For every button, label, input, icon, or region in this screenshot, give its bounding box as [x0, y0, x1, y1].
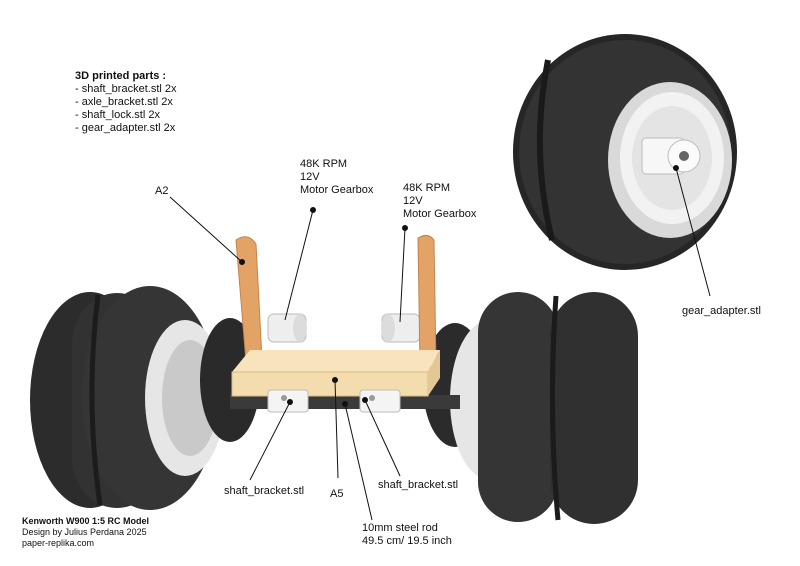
shaft-bracket-left-label: shaft_bracket.stl [224, 485, 305, 497]
parts-list: 3D printed parts : - shaft_bracket.stl 2… [75, 70, 177, 135]
credit-site: paper-replika.com [22, 538, 95, 548]
motor-right-rpm: 48K RPM [403, 182, 451, 194]
leader-lines [169, 165, 711, 521]
motor-gearbox-left [267, 313, 307, 343]
center-block [231, 350, 440, 397]
axle-bracket-right [417, 234, 437, 367]
motor-right-voltage: 12V [403, 195, 423, 207]
parts-list-title: 3D printed parts : [75, 70, 167, 82]
steel-rod-length: 49.5 cm/ 19.5 inch [362, 535, 452, 547]
motor-left-label: 48K RPM 12V Motor Gearbox [300, 158, 373, 197]
axle-bracket-left [235, 236, 263, 363]
credit-designer: Design by Julius Perdana 2025 [22, 527, 147, 537]
shaft-bracket-right-part [359, 389, 401, 413]
motor-left-voltage: 12V [300, 171, 320, 183]
steel-rod-name: 10mm steel rod [362, 522, 438, 534]
parts-list-item: - shaft_lock.stl 2x [75, 109, 160, 121]
motor-gearbox-right [381, 313, 421, 343]
a5-label: A5 [330, 488, 344, 500]
detached-wheel [513, 34, 737, 270]
parts-list-item: - shaft_bracket.stl 2x [75, 83, 177, 95]
motor-right-label: 48K RPM 12V Motor Gearbox [403, 182, 476, 221]
parts-list-item: - gear_adapter.stl 2x [75, 122, 176, 134]
left-wheels [30, 286, 260, 510]
shaft-bracket-right-label: shaft_bracket.stl [378, 479, 459, 491]
credit-title: Kenworth W900 1:5 RC Model [22, 516, 150, 526]
steel-rod-label: 10mm steel rod 49.5 cm/ 19.5 inch [362, 522, 452, 548]
gear-adapter-part [641, 137, 701, 175]
motor-right-name: Motor Gearbox [403, 208, 477, 220]
gear-adapter-label: gear_adapter.stl [682, 305, 761, 317]
motor-left-name: Motor Gearbox [300, 184, 374, 196]
credits: Kenworth W900 1:5 RC Model Design by Jul… [22, 516, 149, 549]
right-wheels [423, 292, 638, 524]
parts-list-item: - axle_bracket.stl 2x [75, 96, 173, 108]
a2-label: A2 [155, 185, 169, 197]
motor-left-rpm: 48K RPM [300, 158, 348, 170]
